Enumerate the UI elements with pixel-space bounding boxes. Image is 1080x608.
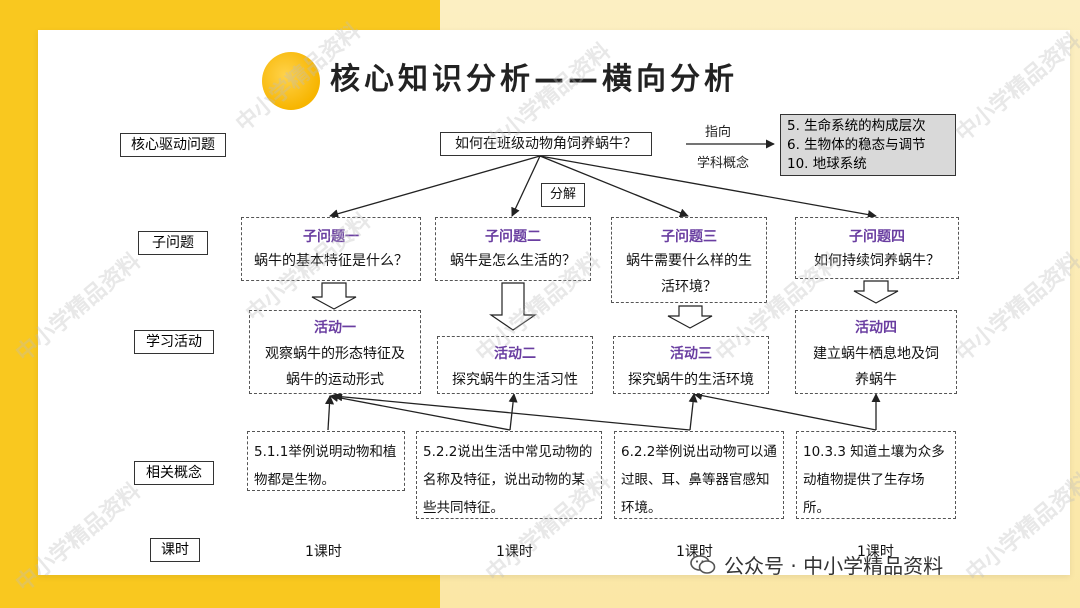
connector-driving-sub2 — [511, 155, 541, 217]
core-concepts-box: 5. 生命系统的构成层次 6. 生物体的稳态与调节 10. 地球系统 — [780, 114, 956, 176]
connector-c1-a1 — [324, 395, 335, 431]
hollow-arrow-down-4 — [853, 280, 899, 304]
row-label-activity: 学习活动 — [134, 330, 214, 354]
decompose-label: 分解 — [541, 183, 585, 207]
row-label-driving: 核心驱动问题 — [120, 133, 226, 157]
subquestion-card-1: 子问题一 蜗牛的基本特征是什么？ — [241, 217, 421, 281]
connector-c3-a1 — [333, 392, 691, 431]
lesson-count-1: 1课时 — [305, 544, 342, 560]
lesson-count-4: 1课时 — [857, 544, 894, 560]
connector-c4-a3 — [693, 391, 877, 431]
subquestion-title: 子问题四 — [849, 229, 905, 245]
page-title: 核心知识分析——横向分析 — [330, 62, 738, 97]
concept-card-2: 5.2.2说出生活中常见动物的名称及特征，说出动物的某些共同特征。 — [416, 431, 602, 519]
subquestion-card-4: 子问题四 如何持续饲养蜗牛？ — [795, 217, 959, 279]
driving-question-box: 如何在班级动物角饲养蜗牛？ — [440, 132, 652, 156]
row-label-sub: 子问题 — [138, 231, 208, 255]
core-concept-item: 6. 生物体的稳态与调节 — [787, 137, 926, 153]
activity-title: 活动三 — [670, 346, 712, 362]
activity-title: 活动一 — [314, 320, 356, 336]
core-concept-item: 10. 地球系统 — [787, 156, 867, 172]
activity-card-4: 活动四 建立蜗牛栖息地及饲养蜗牛 — [795, 310, 957, 394]
connector-c2-a1 — [329, 393, 511, 431]
subquestion-title: 子问题一 — [303, 229, 359, 245]
subquestion-text: 蜗牛的基本特征是什么？ — [254, 253, 408, 269]
activity-card-3: 活动三 探究蜗牛的生活环境 — [613, 336, 769, 394]
point-label: 指向 — [705, 125, 732, 140]
concept-card-1: 5.1.1举例说明动物和植物都是生物。 — [247, 431, 405, 491]
lesson-count-2: 1课时 — [496, 544, 533, 560]
connector-driving-sub4 — [539, 155, 877, 220]
wechat-icon — [690, 554, 716, 575]
activity-title: 活动二 — [494, 346, 536, 362]
subquestion-card-2: 子问题二 蜗牛是怎么生活的？ — [435, 217, 591, 281]
connector-c2-a2 — [508, 393, 518, 431]
hollow-arrow-down-2 — [489, 282, 537, 331]
subquestion-text: 蜗牛是怎么生活的？ — [450, 253, 576, 269]
activity-title: 活动四 — [855, 320, 897, 336]
activity-text: 探究蜗牛的生活习性 — [452, 372, 578, 388]
concept-card-4: 10.3.3 知道土壤为众多动植物提供了生存场所。 — [796, 431, 956, 519]
activity-text: 观察蜗牛的形态特征及蜗牛的运动形式 — [265, 346, 405, 388]
activity-card-2: 活动二 探究蜗牛的生活习性 — [437, 336, 593, 394]
hollow-arrow-down-1 — [311, 282, 357, 310]
subquestion-text: 如何持续饲养蜗牛？ — [814, 253, 940, 269]
subquestion-title: 子问题三 — [661, 229, 717, 245]
subquestion-card-3: 子问题三 蜗牛需要什么样的生活环境？ — [611, 217, 767, 303]
activity-card-1: 活动一 观察蜗牛的形态特征及蜗牛的运动形式 — [249, 310, 421, 394]
concept-card-3: 6.2.2举例说出动物可以通过眼、耳、鼻等器官感知环境。 — [614, 431, 784, 519]
connector-driving-sub3 — [539, 155, 689, 218]
core-concept-item: 5. 生命系统的构成层次 — [787, 118, 926, 134]
subquestion-text: 蜗牛需要什么样的生活环境？ — [626, 253, 752, 295]
row-label-lesson: 课时 — [150, 538, 200, 562]
footer-text: 公众号 · 中小学精品资料 — [724, 554, 944, 578]
activity-text: 建立蜗牛栖息地及饲养蜗牛 — [813, 346, 939, 388]
sun-decoration-icon — [262, 52, 320, 110]
subquestion-title: 子问题二 — [485, 229, 541, 245]
row-label-concept: 相关概念 — [134, 461, 214, 485]
activity-text: 探究蜗牛的生活环境 — [628, 372, 754, 388]
hollow-arrow-down-3 — [667, 305, 713, 329]
footer-account: 公众号 · 中小学精品资料 — [690, 550, 943, 579]
connector-c3-a3 — [688, 393, 698, 431]
discipline-label: 学科概念 — [697, 156, 750, 171]
connector-driving-sub1 — [329, 155, 541, 219]
